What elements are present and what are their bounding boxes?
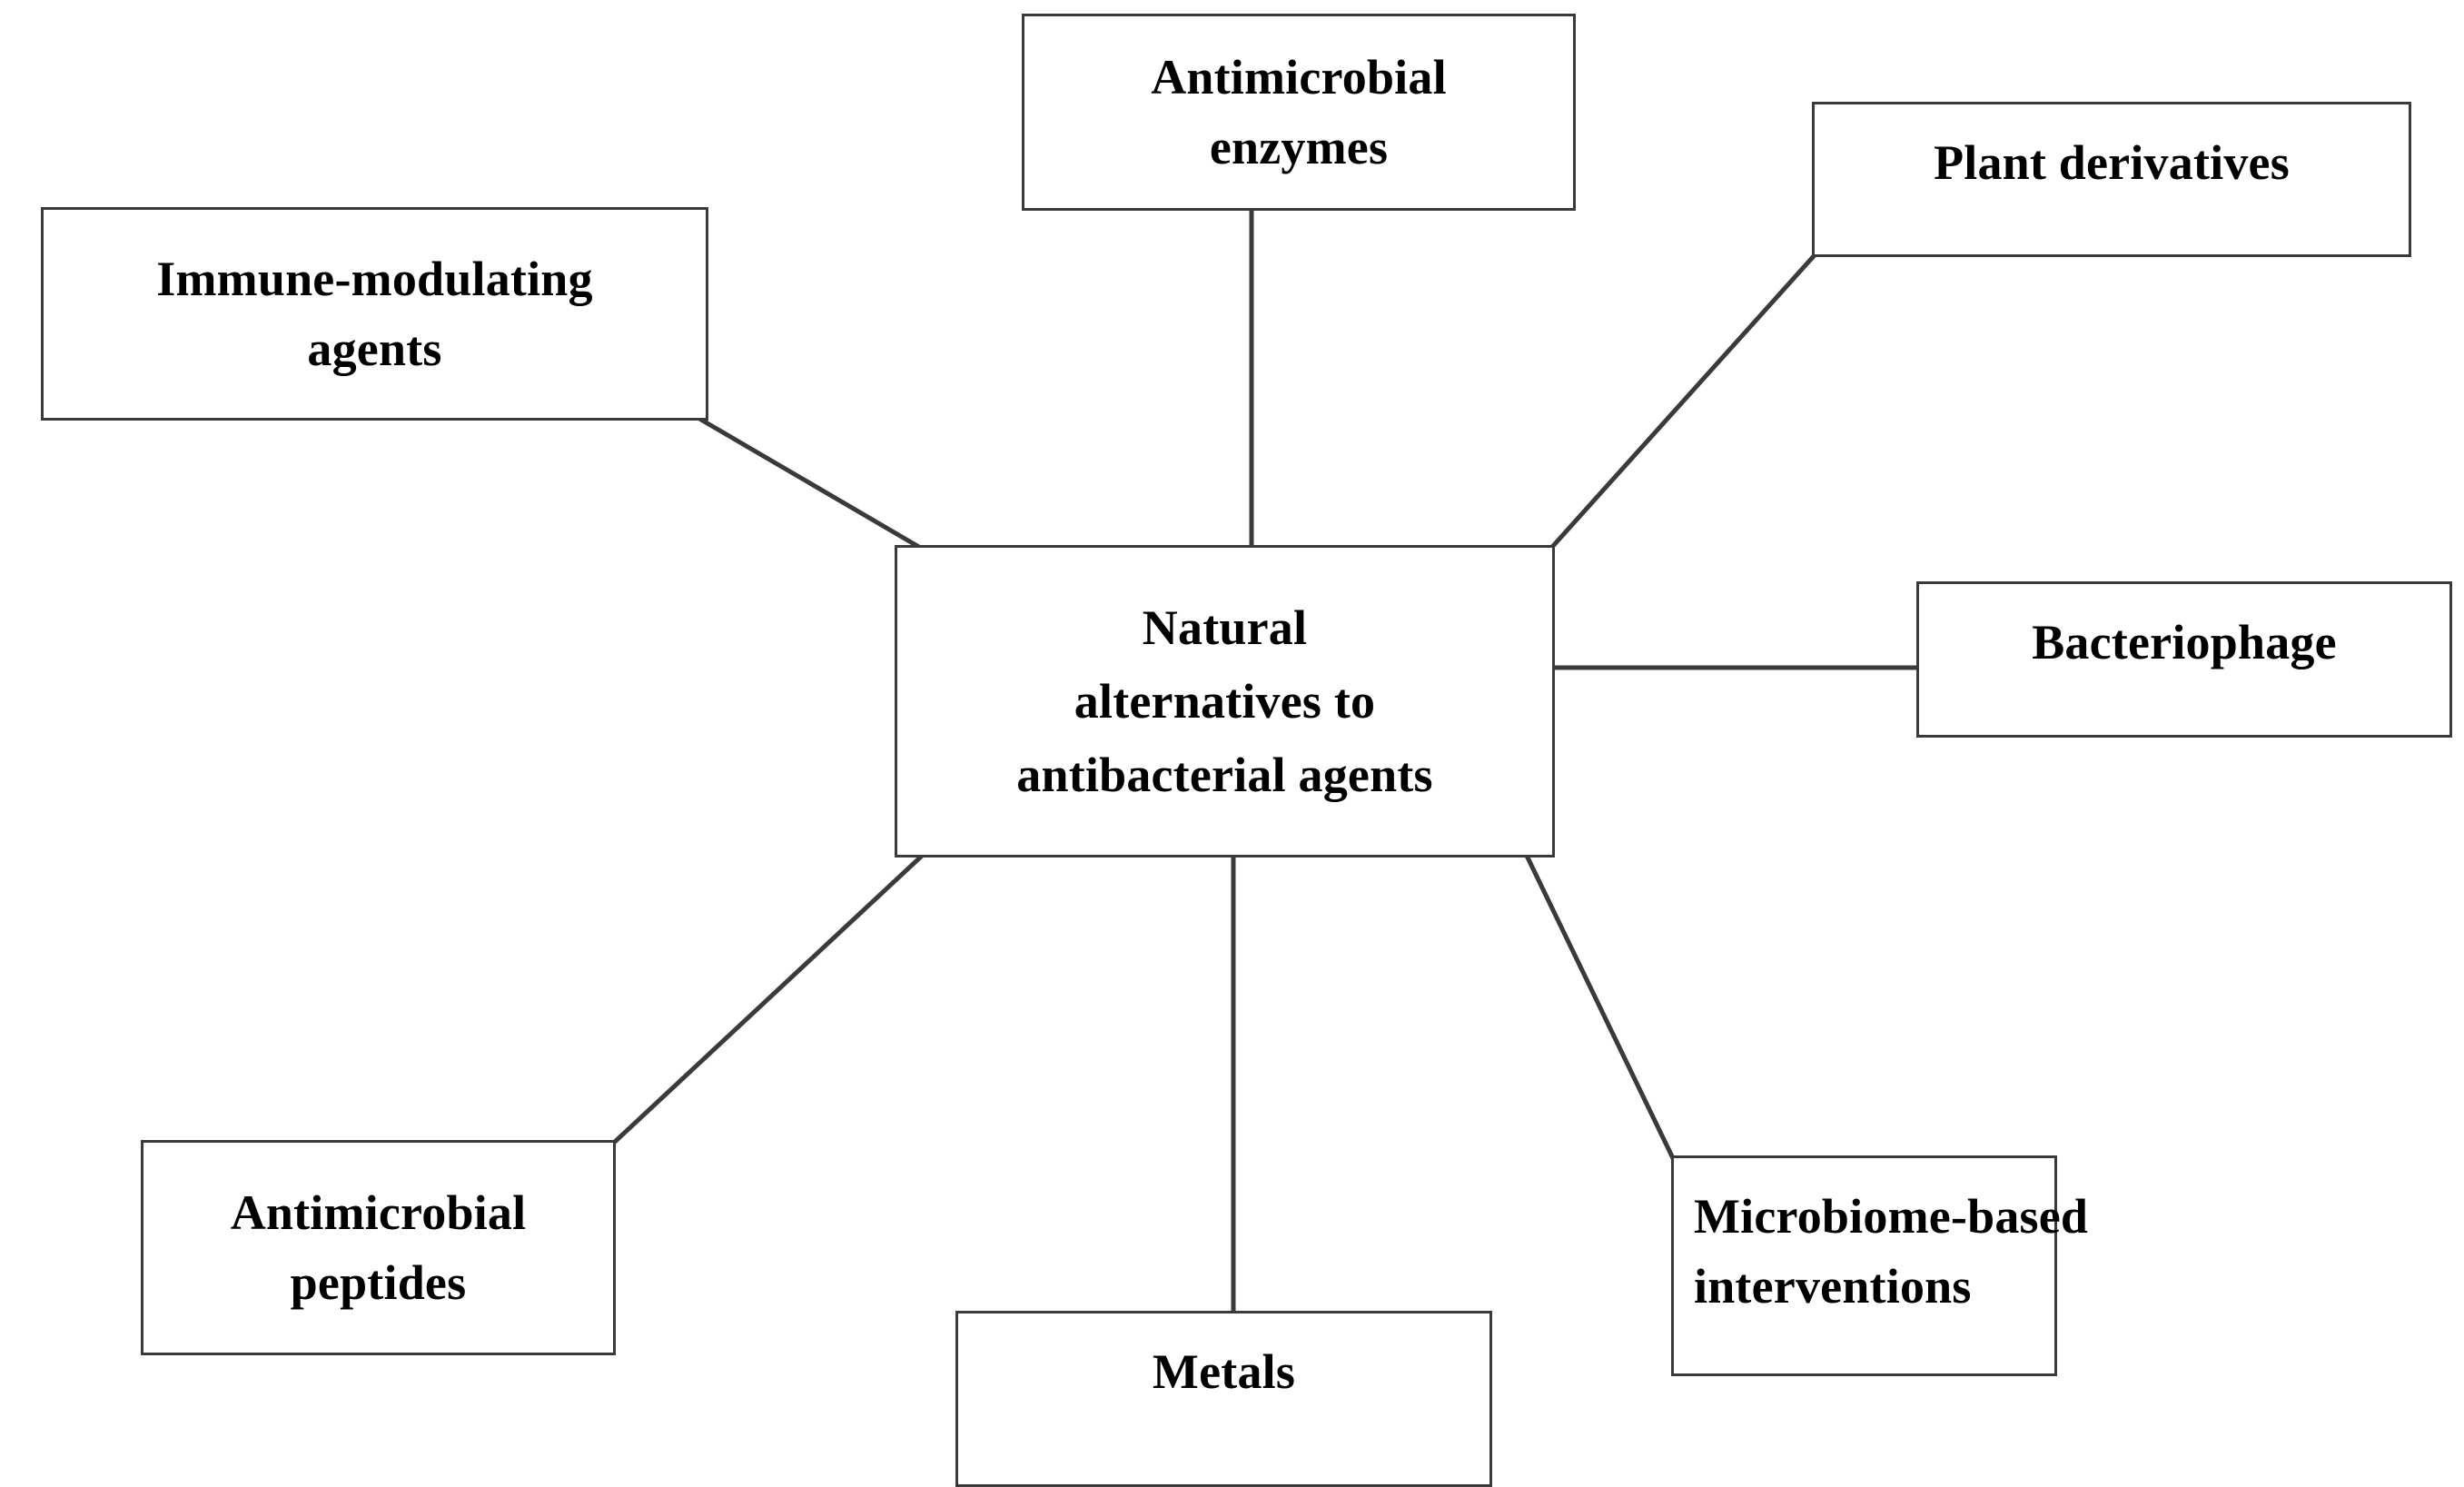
node-microbiome-line-1: Microbiome-based [1694, 1189, 2089, 1244]
node-center-line-3: antibacterial agents [1016, 739, 1432, 812]
node-metals[interactable]: Metals [955, 1311, 1492, 1487]
node-antimicrobial-enzymes[interactable]: Antimicrobial enzymes [1022, 14, 1576, 211]
connector-immune-modulating [698, 416, 921, 550]
node-center-line-3b: agents [1298, 747, 1433, 802]
connector-plant-derivatives [1549, 253, 1816, 550]
node-immune-modulating-agents[interactable]: Immune-modulating agents [41, 207, 708, 421]
node-immune-line-2: agents [307, 321, 442, 376]
node-metals-line-1: Metals [1152, 1344, 1296, 1399]
connector-microbiome [1524, 854, 1676, 1160]
connector-peptides [612, 854, 924, 1145]
node-microbiome-line-2: interventions [1694, 1258, 1972, 1314]
node-bacteriophage[interactable]: Bacteriophage [1916, 581, 2452, 738]
node-center-line-2: alternatives to [1074, 673, 1376, 729]
node-center-line-1: Natural [1142, 600, 1308, 655]
node-phage-line-1: Bacteriophage [2032, 615, 2337, 669]
node-peptides-line-1: Antimicrobial [230, 1185, 527, 1240]
node-plant-line-1: Plant derivatives [1934, 135, 2290, 190]
node-microbiome-based-interventions[interactable]: Microbiome-based interventions [1671, 1155, 2088, 1376]
node-natural-alternatives[interactable]: Natural alternatives to antibacterial ag… [895, 545, 1555, 858]
node-immune-line-1: Immune-modulating [156, 251, 593, 306]
node-peptides-line-2: peptides [290, 1254, 467, 1310]
node-enzymes-line-1: Antimicrobial [1151, 49, 1447, 104]
node-plant-derivatives[interactable]: Plant derivatives [1812, 102, 2411, 257]
node-center-line-3a: antibacterial [1016, 747, 1299, 802]
node-antimicrobial-peptides[interactable]: Antimicrobial peptides [141, 1140, 616, 1355]
node-enzymes-line-2: enzymes [1209, 119, 1389, 174]
